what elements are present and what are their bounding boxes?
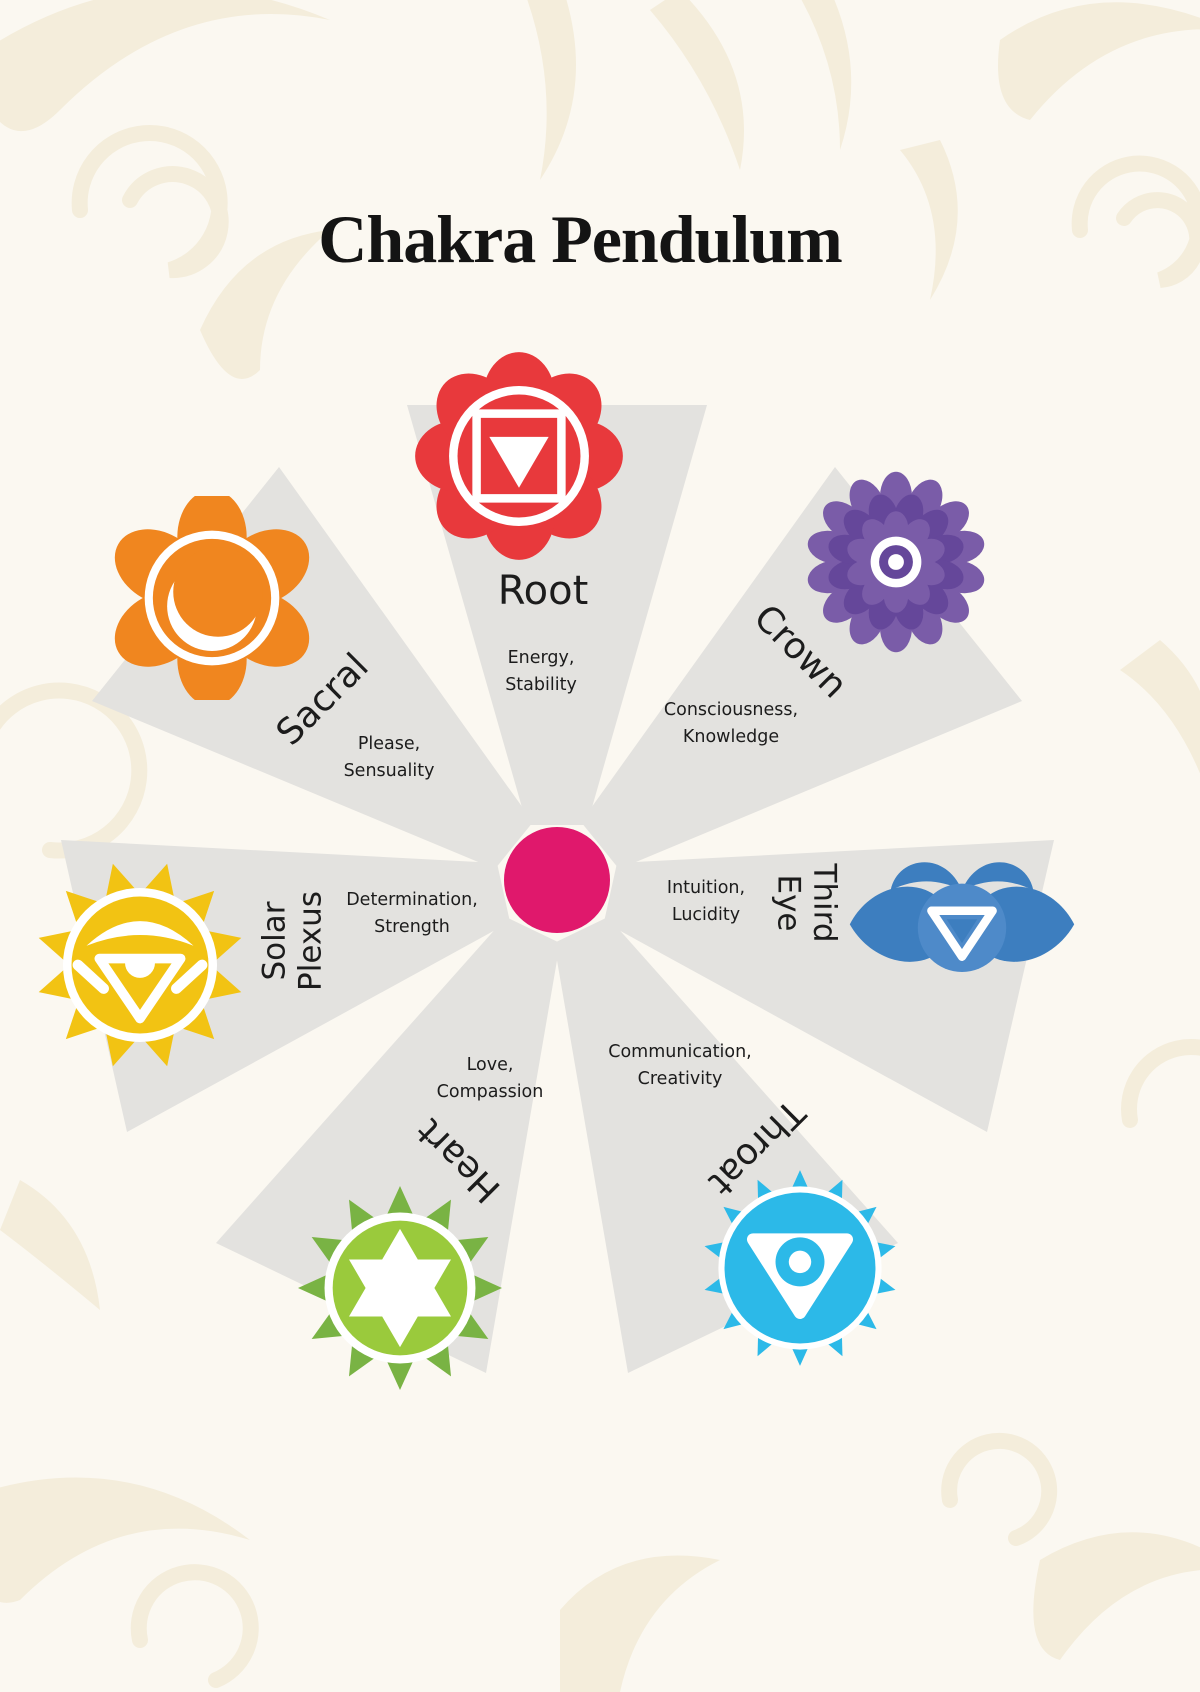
traits-crown: Consciousness, Knowledge bbox=[663, 699, 799, 747]
ornament-bottom-right bbox=[941, 1432, 1200, 1660]
traits-throat: Communication, Creativity bbox=[608, 1041, 752, 1089]
traits-sacral: Please, Sensuality bbox=[343, 733, 435, 781]
ornament-bottom-center bbox=[560, 1555, 720, 1692]
traits-heart: Love, Compassion bbox=[436, 1054, 544, 1102]
third-eye-chakra-symbol bbox=[849, 862, 1075, 972]
ornament-bottom-left bbox=[0, 1477, 259, 1688]
throat-chakra-symbol bbox=[700, 1170, 900, 1366]
root-chakra-symbol bbox=[415, 352, 623, 560]
solar-plexus-arc-icon bbox=[86, 921, 194, 946]
label-third-eye: Third Eye bbox=[771, 863, 843, 943]
root-triangle-icon bbox=[489, 436, 549, 488]
ornament-top-center bbox=[527, 0, 852, 180]
third-eye-triangle-icon bbox=[927, 906, 997, 961]
crown-chakra-symbol bbox=[804, 471, 988, 653]
wedge-heart bbox=[216, 917, 560, 1373]
traits-solar-plexus: Determination, Strength bbox=[346, 889, 478, 937]
label-root: Root bbox=[497, 568, 589, 614]
traits-third-eye: Intuition, Lucidity bbox=[666, 877, 746, 925]
sacral-chakra-symbol bbox=[110, 496, 314, 700]
label-solar-plexus: Solar Plexus bbox=[256, 891, 328, 991]
page-title: Chakra Pendulum bbox=[318, 201, 842, 277]
heart-star-icon bbox=[349, 1228, 451, 1348]
solar-plexus-triangle-icon bbox=[94, 953, 186, 1024]
ornament-top-left bbox=[0, 0, 330, 379]
ornament-right-middle bbox=[1120, 640, 1200, 1128]
heart-chakra-symbol bbox=[298, 1186, 502, 1390]
center-dot bbox=[504, 827, 610, 933]
solar-plexus-chakra-symbol bbox=[33, 858, 247, 1072]
traits-root: Energy, Stability bbox=[505, 647, 577, 695]
ornament-left-middle bbox=[0, 682, 148, 1310]
ornament-top-right bbox=[900, 2, 1200, 300]
